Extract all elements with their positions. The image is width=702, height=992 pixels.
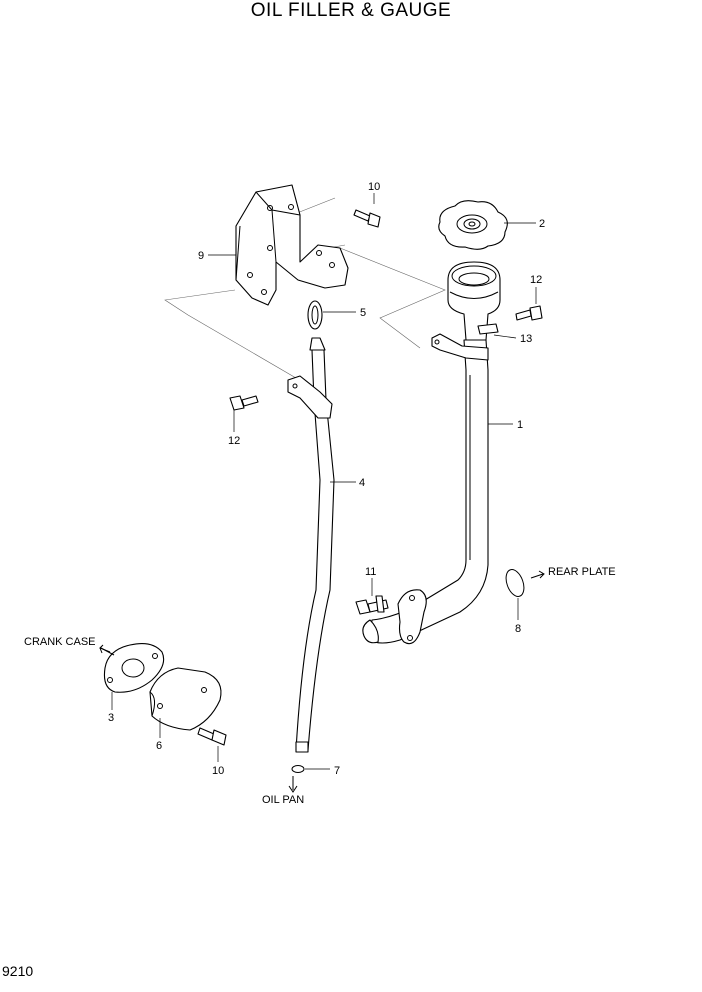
note-crank-case: CRANK CASE — [24, 636, 96, 648]
note-oil-pan: OIL PAN — [262, 794, 304, 806]
note-rear-plate: REAR PLATE — [548, 566, 616, 578]
callout-12: 12 — [228, 435, 240, 447]
callout-3: 3 — [108, 712, 114, 724]
cover-plate — [149, 667, 222, 731]
gasket — [103, 643, 165, 693]
callout-2: 2 — [539, 218, 545, 230]
clamp — [477, 323, 499, 335]
bolt-bottom — [197, 727, 227, 746]
callout-7: 7 — [334, 765, 340, 777]
bolt-11 — [355, 595, 389, 615]
dipstick — [287, 300, 335, 753]
callout-10: 10 — [212, 765, 224, 777]
bolt-left — [229, 395, 259, 411]
callout-4: 4 — [359, 477, 365, 489]
o-ring-8 — [505, 569, 525, 597]
callout-8: 8 — [515, 623, 521, 635]
arrow-crank-case — [99, 644, 115, 656]
page-title: OIL FILLER & GAUGE — [250, 0, 452, 21]
callout-11: 11 — [365, 566, 376, 578]
callout-13: 13 — [520, 333, 532, 345]
arrow-oil-pan — [288, 776, 298, 793]
bolt-right — [515, 305, 543, 321]
filler-tube — [362, 261, 501, 645]
leader-lines — [111, 193, 537, 770]
callout-6: 6 — [156, 740, 162, 752]
o-ring-7 — [291, 765, 305, 773]
callouts: 10 2 9 5 12 13 1 12 4 11 8 3 6 10 7 — [108, 181, 545, 777]
callout-10: 10 — [368, 181, 380, 193]
reference-lines — [164, 197, 446, 386]
notes: CRANK CASE REAR PLATE OIL PAN — [24, 566, 616, 806]
mounting-bracket — [235, 184, 349, 306]
filler-cap — [438, 200, 508, 250]
callout-9: 9 — [198, 250, 204, 262]
page-number: 9210 — [2, 963, 34, 979]
arrow-rear-plate — [530, 570, 545, 579]
callout-1: 1 — [517, 419, 523, 431]
callout-12: 12 — [530, 274, 542, 286]
callout-5: 5 — [360, 307, 366, 319]
bolt-top — [353, 209, 381, 228]
